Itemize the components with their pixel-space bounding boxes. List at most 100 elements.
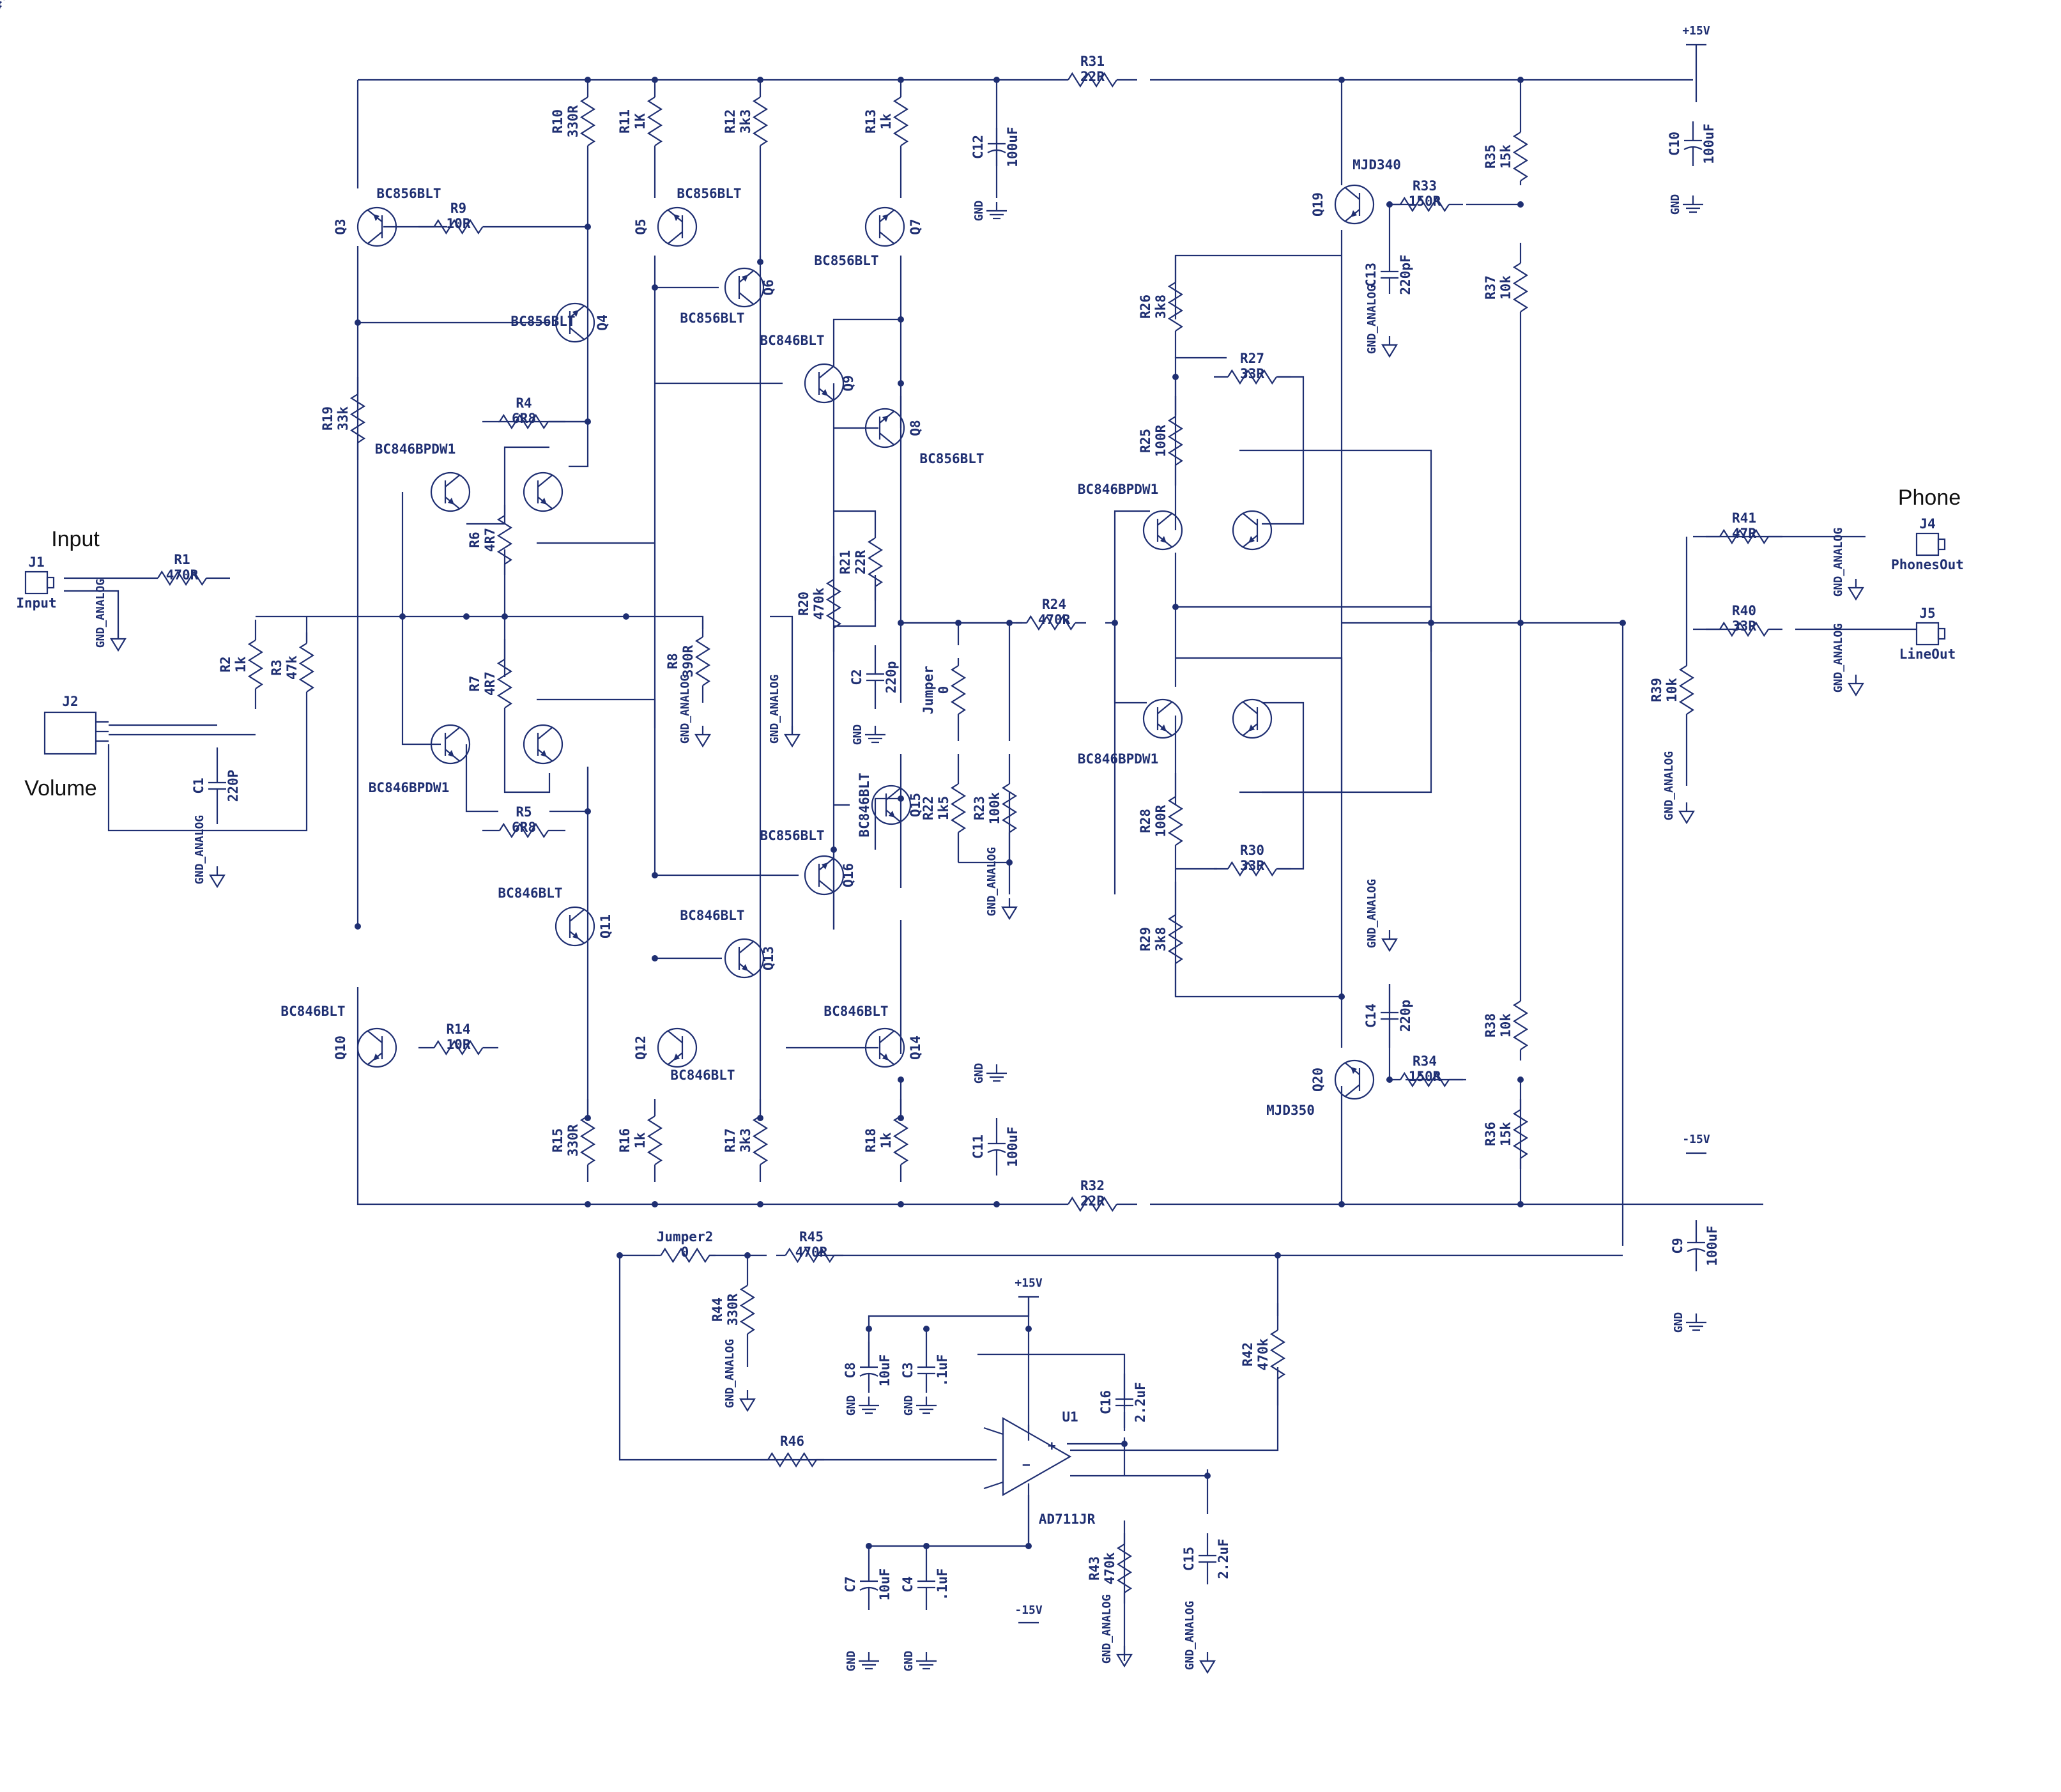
ref-label: Q7	[908, 218, 923, 234]
minus-sign: −	[1022, 1457, 1030, 1473]
value-label: 0	[936, 686, 951, 694]
junction-dot	[617, 1252, 623, 1259]
ref-label: Q11	[598, 914, 613, 938]
ref-label: R32	[1080, 1178, 1105, 1193]
junction-dot	[652, 1201, 658, 1207]
rail-vpos: +15V	[1015, 1276, 1043, 1298]
net-label: -15V	[1682, 1133, 1710, 1146]
ref-label: Q17	[0, 0, 3, 12]
ref-label: R15	[550, 1128, 565, 1153]
junction-dot	[866, 1326, 872, 1332]
net-label: GND_ANALOG	[1365, 879, 1379, 948]
ref-label: R46	[780, 1434, 804, 1449]
gnd-symbol: GND	[851, 724, 885, 746]
gnd-analog-symbol: GND_ANALOG	[723, 1339, 756, 1413]
ref-label: R9	[450, 201, 466, 216]
junction-dot	[502, 613, 508, 620]
value-label: 100uF	[1701, 123, 1717, 164]
junction-dot	[585, 418, 591, 425]
value-label: 470R	[795, 1244, 828, 1260]
ref-label: R36	[1483, 1122, 1498, 1146]
ref-label: Q20	[1310, 1068, 1326, 1092]
junction-dot	[652, 955, 658, 961]
capacitor-c1: C1 220P	[191, 747, 241, 824]
junction-dot	[757, 77, 763, 83]
capacitor-c4: C4 .1uF	[900, 1559, 950, 1610]
value-label: 220pF	[1398, 254, 1413, 295]
value-label: BC846BLT	[280, 1004, 345, 1019]
junction-dot	[652, 872, 658, 878]
gnd-analog-symbol: GND_ANALOG	[768, 675, 801, 748]
gnd-symbol: GND	[902, 1651, 937, 1671]
value-label: MJD340	[1352, 157, 1401, 172]
junction-dot	[955, 620, 962, 626]
transistor-q2: Q2	[0, 0, 563, 765]
gnd-analog-symbol: GND_ANALOG	[1365, 879, 1398, 953]
junction-dot	[463, 613, 470, 620]
junction-dot	[831, 846, 837, 853]
junction-dot	[898, 316, 904, 323]
ref-label: Q18	[0, 0, 3, 12]
net-label: GND_ANALOG	[1832, 528, 1845, 597]
value-label: 2.2uF	[1133, 1382, 1148, 1422]
junction-dot	[652, 284, 658, 291]
value-label: 1K	[632, 113, 648, 130]
junction-dot	[744, 1252, 751, 1259]
ref-label: C8	[843, 1362, 858, 1378]
value-label: BC856BLT	[814, 253, 878, 268]
net-label: GND	[845, 1395, 858, 1416]
value-label: BC846BPDW1	[1078, 751, 1158, 767]
net-label: -15V	[1015, 1604, 1043, 1617]
net-label: GND	[1672, 1312, 1685, 1333]
net-label: GND	[851, 724, 864, 746]
value-label: .1uF	[935, 1568, 950, 1601]
ref-label: R10	[550, 109, 565, 134]
plus-sign: +	[1048, 1438, 1056, 1453]
value-label: 10k	[1664, 678, 1680, 702]
ref-label: R31	[1080, 54, 1105, 69]
value-label: 15k	[1498, 1122, 1513, 1146]
net-label: GND_ANALOG	[723, 1339, 737, 1408]
junction-dot	[898, 1076, 904, 1083]
gnd-symbol: GND	[902, 1395, 937, 1416]
net-label: GND	[972, 1063, 986, 1084]
value-label: 150R	[1409, 1069, 1441, 1084]
value-label: 470R	[1038, 612, 1071, 627]
junction-dot	[1517, 201, 1524, 208]
value-label: 220p	[884, 661, 899, 694]
ref-label: C4	[900, 1576, 916, 1592]
value-label: 1k	[233, 656, 249, 673]
value-label: 220P	[226, 770, 241, 802]
section-title: Input	[51, 527, 100, 551]
value-label: LineOut	[1899, 647, 1956, 662]
value-label: 47k	[284, 655, 300, 680]
transistor-q17: Q17	[0, 0, 1273, 551]
ref-label: R5	[516, 804, 532, 820]
ref-label: C1	[191, 777, 206, 793]
value-label: 4R7	[482, 528, 498, 552]
net-label: GND	[972, 201, 986, 222]
net-label: GND_ANALOG	[1365, 285, 1379, 354]
ref-label: Q5	[633, 218, 648, 234]
ref-label: R22	[921, 796, 936, 820]
net-label: GND	[1669, 194, 1682, 215]
